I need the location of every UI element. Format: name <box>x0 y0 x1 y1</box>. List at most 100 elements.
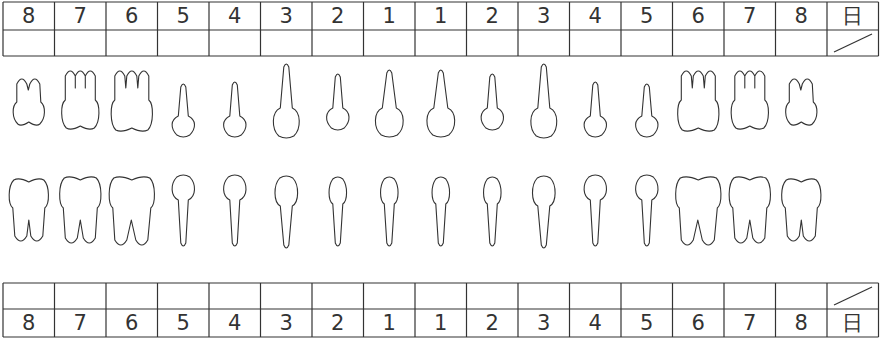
grid-line <box>723 283 724 337</box>
lower-tooth <box>224 175 246 246</box>
grid-line <box>311 283 312 337</box>
grid-line <box>414 283 415 337</box>
grid-line <box>363 283 364 337</box>
tooth-number: 7 <box>724 2 776 30</box>
upper-tooth <box>481 74 503 130</box>
grid-line <box>466 2 467 56</box>
grid-line <box>723 2 724 56</box>
slash-mark <box>834 34 872 52</box>
tooth-number: 2 <box>312 2 364 30</box>
tooth-number: 8 <box>776 309 828 337</box>
tooth-number: 6 <box>673 2 725 30</box>
grid-line <box>3 282 879 283</box>
grid-line <box>826 2 827 56</box>
lower-tooth <box>381 177 399 246</box>
upper-tooth <box>584 82 606 137</box>
upper-tooth <box>678 71 719 131</box>
tooth-number: 4 <box>570 309 622 337</box>
upper-tooth <box>327 74 349 130</box>
tooth-number: 7 <box>724 309 776 337</box>
lower-tooth <box>432 177 450 246</box>
tooth-number: 6 <box>106 309 158 337</box>
lower-tooth <box>676 177 721 245</box>
grid-line <box>3 1 879 2</box>
tooth-number: 4 <box>570 2 622 30</box>
tooth-number: 8 <box>3 309 55 337</box>
grid-line <box>3 55 879 56</box>
lower-tooth <box>584 175 606 246</box>
tooth-number: 日 <box>827 309 879 337</box>
chart-grid <box>3 2 879 337</box>
lower-tooth <box>329 177 347 246</box>
lower-tooth <box>109 177 154 245</box>
upper-tooth <box>13 79 44 125</box>
upper-tooth <box>427 70 455 137</box>
lower-tooth <box>172 175 194 246</box>
grid-line <box>260 283 261 337</box>
tooth-number: 7 <box>55 309 107 337</box>
upper-tooth <box>224 82 246 137</box>
grid-line <box>208 2 209 56</box>
tooth-number: 5 <box>621 2 673 30</box>
grid-line <box>105 2 106 56</box>
grid-line <box>311 2 312 56</box>
slash-mark <box>834 287 872 305</box>
grid-line <box>3 29 879 30</box>
upper-tooth <box>375 70 403 137</box>
lower-tooth <box>275 176 298 248</box>
tooth-number: 3 <box>261 309 313 337</box>
tooth-number: 5 <box>158 309 210 337</box>
upper-tooth <box>786 79 817 125</box>
tooth-number: 1 <box>364 2 416 30</box>
upper-tooth <box>636 84 658 137</box>
teeth-drawings <box>9 64 821 248</box>
grid-line <box>517 283 518 337</box>
grid-line <box>878 283 879 337</box>
lower-tooth <box>636 175 658 246</box>
tooth-number: 5 <box>621 309 673 337</box>
tooth-number: 5 <box>158 2 210 30</box>
lower-tooth <box>782 179 821 241</box>
lower-tooth <box>9 179 48 241</box>
grid-line <box>672 2 673 56</box>
grid-line <box>569 2 570 56</box>
grid-line <box>54 2 55 56</box>
tooth-number: 3 <box>261 2 313 30</box>
tooth-number: 2 <box>467 309 519 337</box>
grid-line <box>208 283 209 337</box>
tooth-number: 4 <box>209 309 261 337</box>
grid-line <box>2 283 3 337</box>
tooth-number: 8 <box>776 2 828 30</box>
grid-line <box>620 283 621 337</box>
grid-line <box>466 283 467 337</box>
grid-line <box>3 336 879 337</box>
tooth-number: 2 <box>312 309 364 337</box>
tooth-number: 8 <box>3 2 55 30</box>
grid-line <box>569 283 570 337</box>
grid-line <box>157 283 158 337</box>
tooth-number: 6 <box>673 309 725 337</box>
grid-line <box>2 2 3 56</box>
tooth-number: 4 <box>209 2 261 30</box>
upper-tooth <box>111 71 152 131</box>
upper-tooth <box>731 71 768 129</box>
grid-line <box>826 283 827 337</box>
grid-line <box>157 2 158 56</box>
grid-line <box>260 2 261 56</box>
grid-line <box>672 283 673 337</box>
grid-line <box>54 283 55 337</box>
grid-line <box>105 283 106 337</box>
grid-line <box>878 2 879 56</box>
tooth-number: 日 <box>827 2 879 30</box>
upper-tooth <box>273 64 299 138</box>
grid-line <box>775 2 776 56</box>
upper-tooth <box>531 64 557 138</box>
grid-line <box>517 2 518 56</box>
grid-line <box>775 283 776 337</box>
tooth-number: 7 <box>55 2 107 30</box>
tooth-number: 6 <box>106 2 158 30</box>
tooth-number: 3 <box>518 2 570 30</box>
upper-tooth <box>62 71 99 129</box>
tooth-number: 3 <box>518 309 570 337</box>
